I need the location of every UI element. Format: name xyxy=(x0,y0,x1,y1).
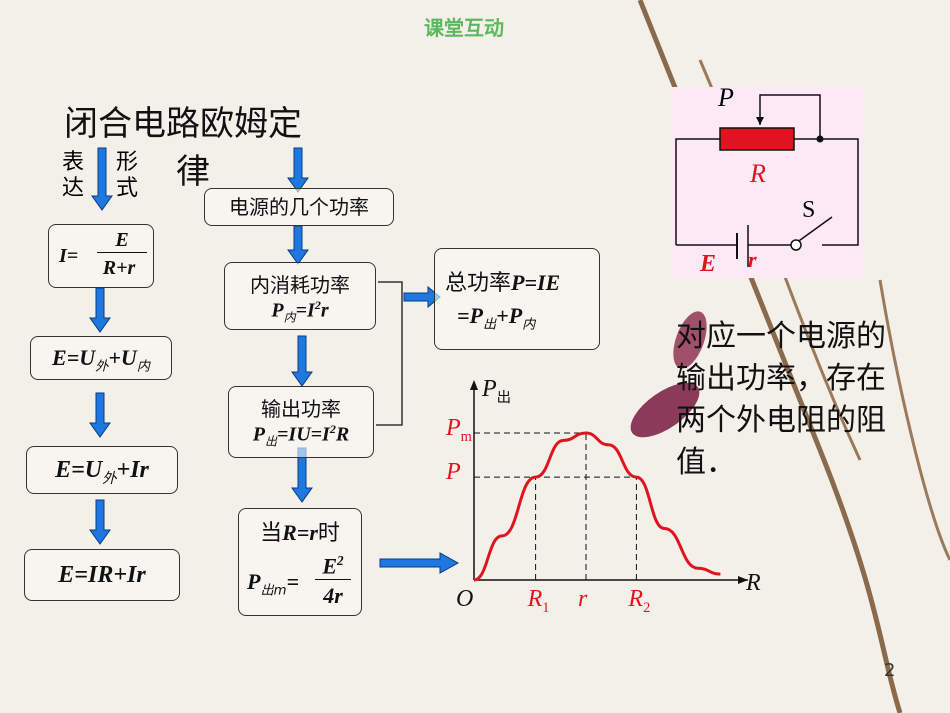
f-part: P xyxy=(271,299,284,322)
f-part: = xyxy=(286,569,300,594)
f-sup: 2 xyxy=(337,553,344,568)
f-part: P xyxy=(252,423,266,446)
f-part: r xyxy=(320,299,329,322)
page-number: 2 xyxy=(884,660,896,681)
x-axis-arrowhead xyxy=(738,576,748,584)
down-arrow xyxy=(291,335,313,387)
heading-line1: 闭合电路欧姆定 xyxy=(64,104,302,144)
label-biaoda: 表达 xyxy=(62,150,85,201)
x-tick-label: R2 xyxy=(628,586,651,616)
output-power-box: 输出功率 P出=IU=I2R xyxy=(228,386,374,458)
y-tick-label-sub: m xyxy=(460,428,472,445)
x-tick-label-sub: 2 xyxy=(643,599,651,616)
f-part: +Ir xyxy=(116,457,149,483)
label-P: P xyxy=(718,83,734,112)
f-sub: 外 xyxy=(102,470,117,487)
total-power-box: 总功率P=IE =P出+P内 xyxy=(434,248,600,350)
f-part: =P xyxy=(457,303,483,328)
f-sub: 内 xyxy=(522,317,536,333)
x-tick-label-sub: 1 xyxy=(542,599,550,616)
f-part: P=IE xyxy=(511,270,561,295)
down-arrow xyxy=(287,225,309,265)
formula-box-e-ir: E=U外+Ir xyxy=(26,446,178,494)
down-arrow xyxy=(287,147,309,193)
f-sub: 内 xyxy=(283,310,296,325)
internal-power-label: 内消耗功率 xyxy=(250,273,350,297)
formula-lhs: I= xyxy=(59,245,79,267)
f-sub: 出m xyxy=(260,583,287,599)
f-sub: 出 xyxy=(265,434,278,449)
down-arrow xyxy=(89,287,111,333)
max-power-box: 当R=r时 P出m= E2 4r xyxy=(238,508,362,616)
f-part: 时 xyxy=(317,521,340,546)
f-part: E xyxy=(322,553,338,579)
f-sub: 出 xyxy=(482,317,497,333)
power-curve xyxy=(473,431,721,582)
f-part: E=U xyxy=(55,457,103,483)
formula-box-e-ir-ir: E=IR+Ir xyxy=(24,549,180,601)
f-part: =I xyxy=(295,299,315,322)
bracket-line xyxy=(376,281,403,426)
y-tick-label: Pm xyxy=(446,415,472,445)
formula-denominator: R+r xyxy=(102,257,136,279)
f-part: 当 xyxy=(260,521,283,546)
label-E: E xyxy=(700,251,717,277)
f-part: +P xyxy=(496,303,523,328)
internal-power-box: 内消耗功率 P内=I2r xyxy=(224,262,376,330)
down-arrow xyxy=(89,392,111,438)
down-arrow xyxy=(89,499,111,545)
down-arrow xyxy=(91,147,113,211)
label-r: r xyxy=(748,247,757,272)
label-S: S xyxy=(802,197,816,223)
circuit-diagram: P R S E r xyxy=(672,83,862,278)
f-sup: 2 xyxy=(314,298,321,312)
f-part: E=U xyxy=(52,345,96,370)
label-xingshi: 形式 xyxy=(116,150,139,201)
f-sup: 2 xyxy=(329,422,336,436)
f-part: +U xyxy=(108,345,137,370)
f-part: =IU=I xyxy=(277,423,330,446)
f-part: R=r xyxy=(282,520,318,545)
formula-box-e-u: E=U外+U内 xyxy=(30,336,172,380)
y-axis-arrowhead xyxy=(470,380,478,390)
formula-box-current: I= E R+r xyxy=(48,224,154,288)
heading-line2: 律 xyxy=(176,152,210,192)
f-part: R xyxy=(335,423,350,446)
x-tick-label: r xyxy=(578,586,588,612)
formula-numerator: E xyxy=(97,229,147,253)
f-part: 总功率 xyxy=(445,271,512,296)
origin-label: O xyxy=(456,586,474,612)
note-text: 对应一个电源的输出功率，存在两个外电阻的阻值． xyxy=(676,319,886,480)
slide-title: 课堂互动 xyxy=(424,16,504,40)
f-sub: 内 xyxy=(136,359,150,375)
power-title-box: 电源的几个功率 xyxy=(204,188,394,226)
y-axis-label: P出 xyxy=(482,376,512,406)
x-axis-label: R xyxy=(746,570,761,596)
output-power-label: 输出功率 xyxy=(261,397,341,421)
f-part: 4r xyxy=(323,583,343,608)
label-R: R xyxy=(750,159,766,188)
y-tick-label: P xyxy=(446,459,461,486)
x-tick-label: R1 xyxy=(527,586,550,616)
f-part: P xyxy=(247,569,261,594)
right-arrow xyxy=(379,552,460,574)
f-sub: 外 xyxy=(95,359,109,375)
y-axis-label-sub: 出 xyxy=(496,389,512,406)
